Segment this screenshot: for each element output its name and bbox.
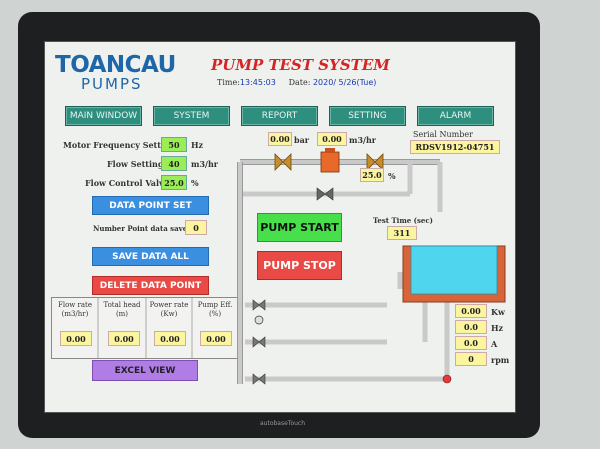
brand-logo-top: TOANCAU <box>55 52 176 78</box>
result-total-head: 0.00 <box>108 331 140 346</box>
serial-number-value: RDSV1912-04751 <box>410 140 500 154</box>
nav-alarm[interactable]: ALARM <box>417 106 494 126</box>
bezel-brand-label: autobaseTouch <box>260 420 306 427</box>
valve-icon <box>366 153 384 171</box>
valve-icon <box>274 153 292 171</box>
date-label: Date: <box>288 78 311 87</box>
power-meter-value: 0.00 <box>455 304 487 318</box>
rpm-meter-unit: rpm <box>491 355 510 365</box>
save-data-all-button[interactable]: SAVE DATA ALL <box>92 247 209 266</box>
frequency-meter-unit: Hz <box>491 323 504 333</box>
nav-main-window[interactable]: MAIN WINDOW <box>65 106 142 126</box>
header-flow-rate-l1: Flow rate <box>57 301 92 309</box>
nav-system[interactable]: SYSTEM <box>153 106 230 126</box>
drain-valve-icon <box>442 374 452 384</box>
nav-report[interactable]: REPORT <box>241 106 318 126</box>
excel-view-button[interactable]: EXCEL VIEW <box>92 360 198 381</box>
time-value: 13:45:03 <box>239 78 276 87</box>
valve-icon <box>252 299 266 311</box>
valve-position-value: 25.0 <box>360 168 384 182</box>
saved-count-value: 0 <box>185 220 207 235</box>
header-flow-rate-l2: (m3/hr) <box>61 310 89 318</box>
header-pump-eff: Pump Eff.(%) <box>192 301 238 319</box>
valve-icon <box>252 373 266 385</box>
pump-stop-button[interactable]: PUMP STOP <box>257 251 342 280</box>
header-power-rate-l1: Power rate <box>149 301 189 309</box>
brand-logo-bottom: PUMPS <box>81 75 143 93</box>
hmi-screen: TOANCAU PUMPS PUMP TEST SYSTEM Time:13:4… <box>44 41 516 413</box>
result-power-rate: 0.00 <box>154 331 186 346</box>
nav-setting[interactable]: SETTING <box>329 106 406 126</box>
flow-setting-unit: m3/hr <box>191 159 218 169</box>
header-total-head-l2: (m) <box>115 310 129 318</box>
header-power-rate: Power rate(Kw) <box>146 301 192 319</box>
valve-icon <box>252 336 266 348</box>
header-flow-rate: Flow rate(m3/hr) <box>52 301 98 319</box>
piping-diagram <box>237 148 506 385</box>
flow-setting-label: Flow Setting: <box>107 159 167 169</box>
test-time-label: Test Time (sec) <box>373 216 433 225</box>
pump-start-button[interactable]: PUMP START <box>257 213 342 242</box>
flow-valve-label: Flow Control Valve: <box>85 178 172 188</box>
header-total-head: Total head(m) <box>98 301 146 319</box>
header-pump-eff-l1: Pump Eff. <box>197 301 233 309</box>
flow-setting-input[interactable]: 40 <box>161 156 187 171</box>
control-valve-icon <box>320 148 340 173</box>
flow-unit: m3/hr <box>349 135 376 145</box>
frequency-meter-value: 0.0 <box>455 320 487 334</box>
result-pump-eff: 0.00 <box>200 331 232 346</box>
flow-value: 0.00 <box>317 132 347 146</box>
power-meter-unit: Kw <box>491 307 505 317</box>
header-total-head-l1: Total head <box>103 301 141 309</box>
current-meter-unit: A <box>491 339 498 349</box>
header-pump-eff-l2: (%) <box>208 310 222 318</box>
results-table-grid <box>97 298 193 358</box>
data-point-set-button[interactable]: DATA POINT SET <box>92 196 209 215</box>
time-label: Time: <box>217 78 240 87</box>
results-table: Flow rate(m3/hr) Total head(m) Power rat… <box>51 297 239 359</box>
serial-number-label: Serial Number <box>413 130 473 139</box>
flow-valve-input[interactable]: 25.0 <box>161 175 187 190</box>
pressure-gauge-icon <box>254 315 264 325</box>
flow-valve-unit: % <box>191 178 199 188</box>
delete-data-point-button[interactable]: DELETE DATA POINT <box>92 276 209 295</box>
rpm-meter-value: 0 <box>455 352 487 366</box>
water-tank <box>402 245 506 303</box>
app-title: PUMP TEST SYSTEM <box>211 56 390 74</box>
current-meter-value: 0.0 <box>455 336 487 350</box>
motor-frequency-unit: Hz <box>191 140 204 150</box>
motor-frequency-input[interactable]: 50 <box>161 137 187 152</box>
pressure-value: 0.00 <box>268 132 292 146</box>
motor-frequency-label: Motor Frequency Setting: <box>63 140 179 150</box>
saved-count-label: Number Point data saved: <box>93 224 195 233</box>
pressure-unit: bar <box>294 135 309 145</box>
date-value: 2020/ 5/26(Tue) <box>312 78 377 87</box>
valve-position-unit: % <box>388 171 396 181</box>
result-flow-rate: 0.00 <box>60 331 92 346</box>
test-time-value: 311 <box>387 226 417 240</box>
valve-icon <box>316 187 334 201</box>
clock-readout: Time:13:45:03 Date: 2020/ 5/26(Tue) <box>217 78 376 87</box>
header-power-rate-l2: (Kw) <box>160 310 178 318</box>
